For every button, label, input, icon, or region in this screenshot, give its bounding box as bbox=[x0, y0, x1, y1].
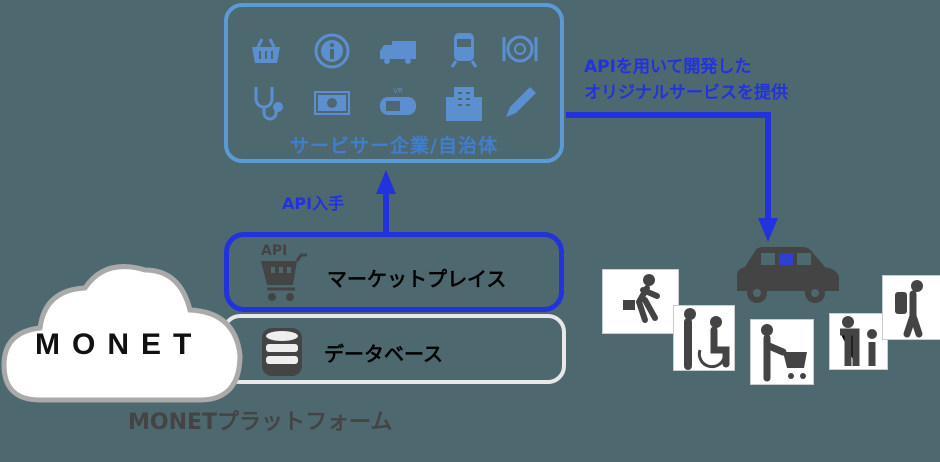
marketplace-label: マーケットプレイス bbox=[327, 267, 507, 291]
money-icon bbox=[312, 83, 352, 123]
database-box: データベース bbox=[222, 314, 566, 384]
shopping-cart-person-icon bbox=[750, 319, 814, 385]
info-icon bbox=[312, 31, 352, 71]
delivery-truck-icon bbox=[378, 31, 418, 71]
wheelchair-assist-icon bbox=[673, 305, 735, 371]
api-acquire-label: API入手 bbox=[282, 194, 345, 213]
car-icon bbox=[733, 245, 843, 307]
office-building-icon bbox=[444, 83, 484, 123]
vr-headset-icon: VR bbox=[378, 83, 418, 123]
service-provider-label: サービサー企業/自治体 bbox=[290, 135, 498, 157]
monet-logo: MONET bbox=[35, 328, 204, 361]
parent-child-icon bbox=[829, 313, 888, 370]
stethoscope-icon bbox=[248, 83, 288, 123]
callout-line-2: オリジナルサービスを提供 bbox=[584, 83, 788, 103]
businessperson-walking-icon bbox=[602, 269, 679, 334]
svg-text:VR: VR bbox=[393, 87, 403, 95]
marketplace-box: API マーケットプレイス bbox=[224, 232, 564, 312]
callout-line-1: APIを用いて開発した bbox=[584, 57, 752, 77]
student-backpack-icon bbox=[882, 275, 940, 340]
restaurant-icon bbox=[500, 29, 540, 69]
database-label: データベース bbox=[324, 342, 443, 366]
service-callout: APIを用いて開発した オリジナルサービスを提供 bbox=[584, 54, 788, 106]
svg-text:API: API bbox=[261, 243, 287, 259]
cloud-shape bbox=[1, 264, 243, 403]
pencil-icon bbox=[500, 83, 540, 123]
shopping-basket-icon bbox=[246, 31, 286, 71]
database-icon bbox=[260, 326, 304, 378]
platform-label: MONETプラットフォーム bbox=[128, 410, 393, 435]
train-icon bbox=[444, 29, 484, 69]
api-cart-icon: API bbox=[259, 239, 309, 309]
service-provider-box: VR サービサー企業/自治体 bbox=[224, 3, 564, 163]
